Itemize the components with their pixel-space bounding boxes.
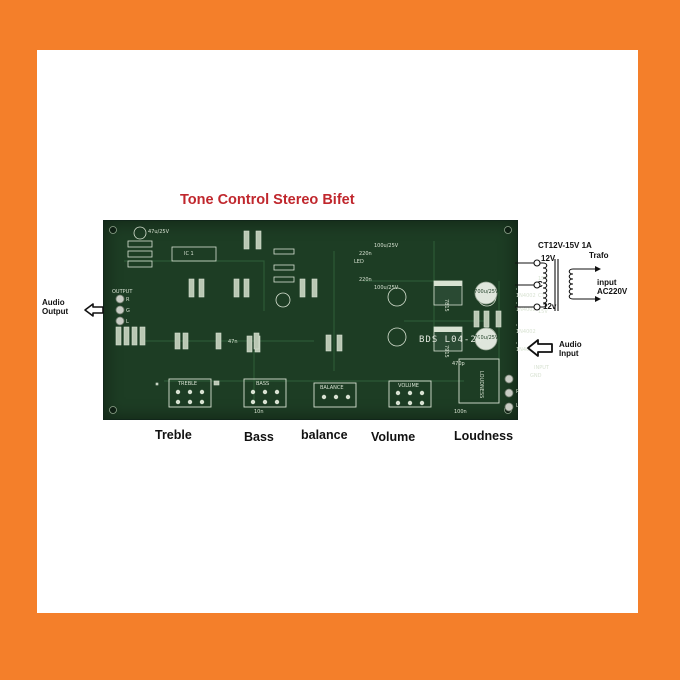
control-label-treble: Treble bbox=[155, 428, 192, 442]
control-label-bass: Bass bbox=[244, 430, 274, 444]
silk-pot-loudness: LOUDNESS bbox=[478, 371, 484, 399]
audio-input-arrow-icon bbox=[527, 339, 553, 357]
silk-cap-10n: 10n bbox=[254, 409, 264, 415]
silk-diode-3: 1N4002 bbox=[516, 329, 536, 335]
silk-output-pad: OUTPUT bbox=[112, 289, 133, 295]
silk-cap-220-1: 220n bbox=[359, 251, 372, 257]
white-panel: Tone Control Stereo Bifet bbox=[37, 50, 638, 613]
silk-input-pin-r: R bbox=[516, 389, 520, 395]
transformer-input-label: input AC220V bbox=[597, 278, 627, 296]
silk-led: LED bbox=[354, 259, 364, 265]
silk-cap-220-2: 220n bbox=[359, 277, 372, 283]
silk-big-cap-1: 4700u/25V bbox=[471, 289, 499, 295]
silk-pot-treble: TREBLE bbox=[178, 381, 198, 387]
silk-pot-bass: BASS bbox=[256, 381, 270, 387]
control-label-loudness: Loudness bbox=[454, 429, 514, 443]
silk-cap-mid-2: 100u/25V bbox=[374, 285, 399, 291]
silk-output-pin-l: L bbox=[126, 319, 129, 325]
pcb-board: 47u/25V IC 1 LED 100u/25V 100u/25V 220n … bbox=[103, 220, 549, 420]
silk-diode-1: 1N4002 bbox=[516, 293, 536, 299]
transformer-name: Trafo bbox=[589, 251, 609, 260]
silk-output-pin-r: R bbox=[126, 297, 130, 303]
silk-ic: IC 1 bbox=[184, 251, 194, 257]
transformer-tap-bottom: 12v bbox=[543, 302, 557, 311]
silk-pot-balance: BALANCE bbox=[320, 385, 344, 391]
silk-cap-100n: 100n bbox=[454, 409, 467, 415]
audio-input-label: Audio Input bbox=[559, 340, 582, 358]
silk-cap-470p: 470p bbox=[452, 361, 465, 367]
board-model-label: BDS L04-24 bbox=[419, 335, 484, 345]
silk-output-pin-g: G bbox=[126, 308, 130, 314]
silk-top-cap: 47u/25V bbox=[148, 229, 169, 235]
silk-cap-mid-1: 100u/25V bbox=[374, 243, 399, 249]
silk-tap-2: CT bbox=[538, 293, 545, 299]
silk-diode-4: 1N4002 bbox=[516, 347, 536, 353]
transformer-input-line-2: AC220V bbox=[597, 287, 628, 296]
control-label-balance: balance bbox=[301, 428, 348, 442]
silk-tap-3: 15V bbox=[538, 309, 548, 315]
silk-gnd: GND bbox=[530, 373, 542, 379]
transformer-input-line-1: input bbox=[597, 278, 617, 287]
silk-pot-volume: VOLUME bbox=[398, 383, 419, 389]
silk-tap-1: 15V bbox=[538, 276, 548, 282]
diagram-title: Tone Control Stereo Bifet bbox=[180, 192, 355, 208]
audio-output-line-2: Output bbox=[42, 307, 69, 316]
audio-output-arrow-icon bbox=[84, 303, 104, 317]
silk-input-pin-l: L bbox=[516, 403, 519, 409]
silk-regulator-1: 7815 bbox=[443, 299, 449, 312]
control-label-volume: Volume bbox=[371, 430, 416, 444]
silk-input-pad: INPUT bbox=[534, 365, 549, 371]
transformer-spec: CT12V-15V 1A bbox=[538, 241, 592, 250]
silk-diode-2: 1N4002 bbox=[516, 307, 536, 313]
audio-input-line-1: Audio bbox=[559, 340, 582, 349]
audio-output-line-1: Audio bbox=[42, 298, 65, 307]
pcb-traces bbox=[109, 226, 517, 414]
audio-output-label: Audio Output bbox=[42, 298, 68, 316]
transformer-symbol-icon bbox=[515, 259, 601, 311]
silk-regulator-2: 7915 bbox=[443, 345, 449, 358]
transformer-tap-top: 12V bbox=[541, 254, 556, 263]
silk-big-cap-2: 4700u/25V bbox=[471, 335, 499, 341]
silk-cap-47n: 47n bbox=[228, 339, 238, 345]
audio-input-line-2: Input bbox=[559, 349, 579, 358]
